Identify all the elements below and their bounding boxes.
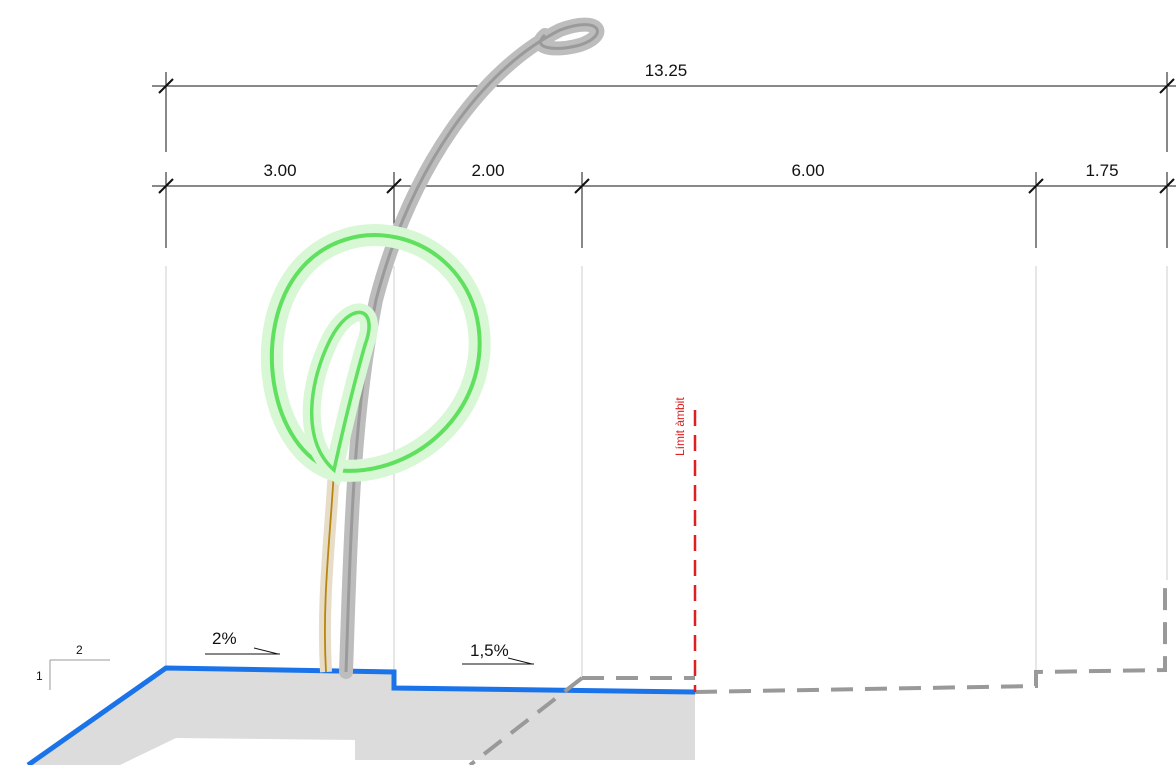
dimension-tick	[1159, 178, 1175, 194]
slope-arrow-right	[462, 657, 534, 665]
reference-gridlines	[165, 266, 1168, 678]
segment-dimension-label-3: 6.00	[791, 161, 824, 180]
pavement-surface-line	[26, 665, 696, 765]
slope-label-left: 2%	[212, 629, 237, 648]
slope-label-right: 1,5%	[470, 641, 509, 660]
dimension-tick	[574, 178, 590, 194]
dimension-tick	[158, 78, 174, 94]
overall-dimension-label: 13.25	[645, 61, 688, 80]
tree-canopy-icon	[261, 224, 491, 487]
dimension-tick	[1028, 178, 1044, 194]
dimension-tick	[1159, 78, 1175, 94]
segment-dimension-label-1: 3.00	[263, 161, 296, 180]
tree-trunk-icon	[318, 469, 340, 673]
segment-dimensions	[152, 172, 1176, 248]
slope-arrow-left	[205, 647, 280, 655]
scale-vertical-label: 1	[36, 669, 43, 683]
segment-dimension-label-4: 1.75	[1085, 161, 1118, 180]
segment-dimension-label-2: 2.00	[471, 161, 504, 180]
existing-terrain-dashed	[468, 578, 1167, 765]
dimension-tick	[386, 178, 402, 194]
dimension-tick	[158, 178, 174, 194]
overall-dimension	[152, 72, 1176, 152]
section-fill	[30, 668, 695, 765]
scale-horizontal-label: 2	[76, 643, 83, 657]
street-lamp-icon	[339, 17, 605, 679]
limit-label: Límit àmbit	[673, 397, 687, 456]
scale-indicator	[49, 659, 110, 690]
